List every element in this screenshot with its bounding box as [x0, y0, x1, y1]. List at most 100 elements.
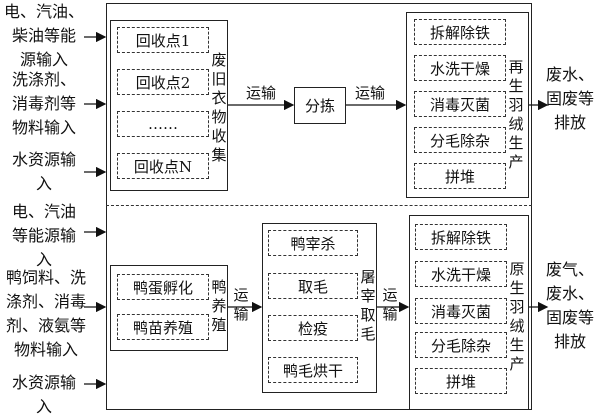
input-line: 消毒剂等 — [11, 94, 76, 113]
vertical-label-char: 旧 — [211, 70, 227, 88]
step-label: 回收点N — [133, 157, 193, 176]
collection-point-n: 回收点N — [117, 153, 209, 179]
section-divider — [106, 205, 532, 206]
input-line: 等能源输 — [11, 226, 76, 245]
regen-input-water: 水资源输 入 — [0, 148, 88, 196]
vertical-label-char: 羽 — [509, 298, 525, 316]
primary-step: 水洗干燥 — [415, 261, 507, 287]
step-label: 取毛 — [297, 277, 328, 296]
regen-step: 水洗干燥 — [414, 55, 506, 81]
input-line: 水资源输 — [11, 373, 76, 392]
vertical-label-char: 物 — [211, 108, 227, 126]
primary-step: 分毛除杂 — [415, 332, 507, 358]
regen-output: 废水、 固废等 排放 — [540, 63, 600, 135]
primary-production-box: 拆解除铁 水洗干燥 消毒灭菌 分毛除杂 拼堆 原生羽绒生产 — [409, 215, 529, 410]
regen-input-materials: 洗涤剂、 消毒剂等 物料输入 — [0, 68, 88, 140]
input-line: 柴油等能 — [11, 26, 76, 45]
transport-label: 运输 — [355, 84, 386, 102]
vertical-label-char: 生 — [508, 77, 524, 95]
step-label: 消毒灭菌 — [429, 95, 490, 114]
vertical-label-char: 输 — [233, 305, 249, 323]
primary-input-water: 水资源输 入 — [0, 371, 88, 419]
step-label: 水洗干燥 — [430, 265, 491, 284]
output-line: 固废等 — [545, 308, 594, 327]
step-label: …… — [148, 115, 178, 133]
regen-input-energy: 电、汽油、 柴油等能 源输入 — [0, 0, 88, 72]
vertical-label-char: 生 — [509, 279, 525, 297]
step-label: 拆解除铁 — [429, 23, 490, 42]
vertical-label-char: 产 — [509, 355, 525, 373]
input-line: 入 — [35, 250, 52, 269]
vertical-label-char: 原 — [509, 260, 525, 278]
breeding-step: 鸭蛋孵化 — [117, 274, 209, 300]
step-label: 回收点1 — [135, 31, 191, 50]
primary-input-materials: 鸭饲料、洗 涤剂、消毒 剂、液氨等 物料输入 — [0, 266, 92, 362]
step-label: 水洗干燥 — [429, 59, 490, 78]
step-label: 回收点2 — [135, 73, 191, 92]
output-line: 废气、 — [545, 260, 594, 279]
vertical-label-char: 宰 — [360, 287, 376, 305]
input-line: 电、汽油 — [11, 202, 76, 221]
breeding-step: 鸭苗养殖 — [117, 314, 209, 340]
vertical-label-char: 衣 — [211, 89, 227, 107]
vertical-label-char: 养 — [211, 297, 227, 315]
vertical-label-char: 屠 — [360, 268, 376, 286]
input-line: 源输入 — [19, 50, 68, 69]
step-label: 拼堆 — [444, 167, 475, 186]
vertical-label-char: 殖 — [211, 316, 227, 334]
step-label: 鸭苗养殖 — [132, 318, 193, 337]
output-line: 排放 — [553, 332, 586, 351]
output-line: 固废等 — [545, 89, 594, 108]
collection-point-ellipsis: …… — [117, 111, 209, 137]
primary-step: 消毒灭菌 — [415, 298, 507, 324]
slaughter-step: 鸭宰杀 — [268, 230, 358, 256]
vertical-label-char: 集 — [211, 146, 227, 164]
step-label: 拆解除铁 — [430, 228, 491, 247]
primary-step: 拆解除铁 — [415, 224, 507, 250]
transport-label: 运输 — [246, 84, 277, 102]
input-line: 涤剂、消毒 — [5, 292, 86, 311]
step-label: 鸭毛烘干 — [282, 361, 343, 380]
slaughter-step: 鸭毛烘干 — [268, 357, 358, 383]
input-line: 物料输入 — [13, 340, 78, 359]
breeding-box: 鸭蛋孵化 鸭苗养殖 鸭养殖 — [110, 265, 228, 351]
collection-label: 废旧衣物收集 — [211, 51, 227, 165]
slaughter-step: 取毛 — [268, 273, 358, 299]
primary-step: 拼堆 — [415, 368, 507, 394]
regen-step: 分毛除杂 — [414, 127, 506, 153]
output-line: 废水、 — [545, 284, 594, 303]
step-label: 检疫 — [297, 319, 328, 338]
input-line: 剂、液氨等 — [5, 316, 86, 335]
vertical-label-char: 取 — [360, 306, 376, 324]
step-label: 分毛除杂 — [430, 336, 491, 355]
primary-production-label: 原生羽绒生产 — [509, 260, 525, 374]
transport-label: 运输 — [233, 286, 249, 324]
input-line: 入 — [35, 174, 52, 193]
primary-input-energy: 电、汽油 等能源输 入 — [0, 200, 88, 272]
input-line: 鸭饲料、洗 — [5, 268, 86, 287]
output-line: 废水、 — [545, 65, 594, 84]
collection-point-2: 回收点2 — [117, 69, 209, 95]
input-line: 物料输入 — [11, 118, 76, 137]
collection-box: 回收点1 回收点2 …… 回收点N 废旧衣物收集 — [110, 20, 228, 191]
vertical-label-char: 羽 — [508, 96, 524, 114]
breeding-label: 鸭养殖 — [211, 278, 227, 335]
vertical-label-char: 运 — [382, 286, 398, 304]
vertical-label-char: 收 — [211, 127, 227, 145]
vertical-label-char: 生 — [509, 336, 525, 354]
sorting-label: 分拣 — [304, 97, 335, 115]
primary-output: 废气、 废水、 固废等 排放 — [540, 258, 600, 354]
output-line: 排放 — [553, 113, 586, 132]
slaughter-box: 鸭宰杀 取毛 检疫 鸭毛烘干 屠宰取毛 — [262, 223, 377, 393]
vertical-label-char: 运 — [233, 286, 249, 304]
regen-step: 拆解除铁 — [414, 19, 506, 45]
collection-point-1: 回收点1 — [117, 27, 209, 53]
input-line: 水资源输 — [11, 150, 76, 169]
vertical-label-char: 绒 — [508, 115, 524, 133]
input-line: 入 — [35, 397, 52, 416]
slaughter-label: 屠宰取毛 — [360, 268, 376, 344]
vertical-label-char: 生 — [508, 134, 524, 152]
system-boundary-frame — [106, 3, 532, 410]
step-label: 拼堆 — [445, 372, 476, 391]
